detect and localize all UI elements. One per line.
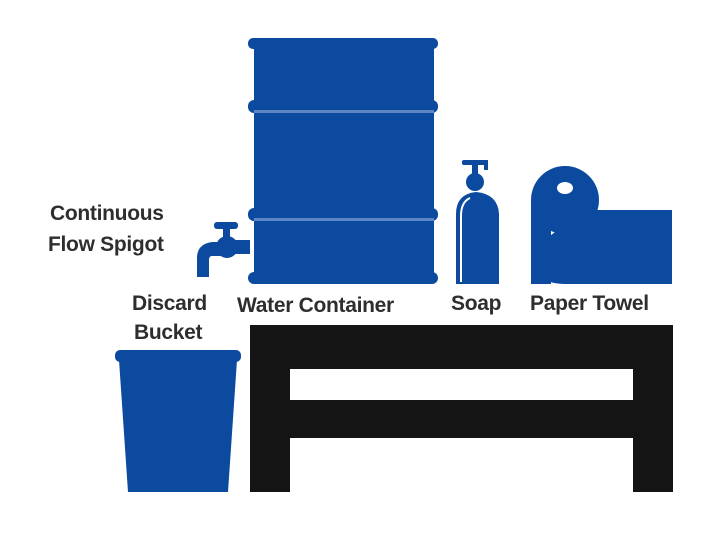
water-container-icon <box>248 38 438 284</box>
paper-towel-label: Paper Towel <box>530 292 649 315</box>
bucket-label-line2: Bucket <box>134 321 203 344</box>
spigot-label-line2: Flow Spigot <box>48 233 164 256</box>
spigot-label-line1: Continuous <box>50 202 164 225</box>
soap-bottle-icon <box>456 160 499 284</box>
paper-towel-icon <box>531 166 672 284</box>
soap-label: Soap <box>451 292 502 315</box>
water-container-label: Water Container <box>237 294 394 317</box>
bucket-label-line1: Discard <box>132 292 207 315</box>
table-icon <box>250 325 673 492</box>
spigot-icon <box>197 222 250 277</box>
discard-bucket-icon <box>115 350 241 492</box>
